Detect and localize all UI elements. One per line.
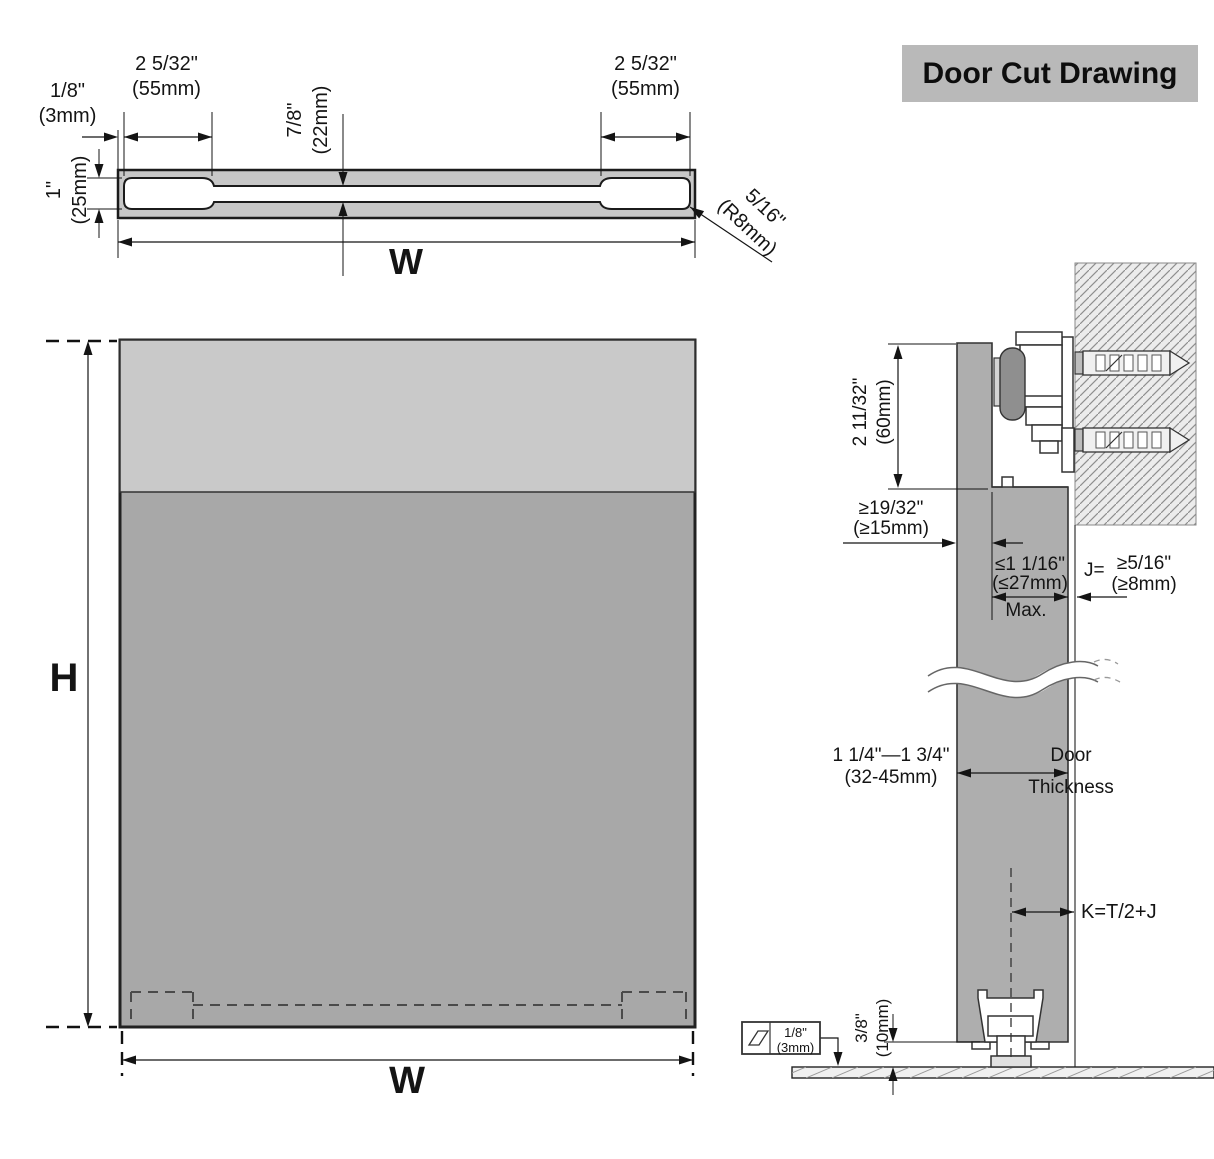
top-arrowheads	[94, 132, 705, 247]
dim-floor-gap: 3/8" (10mm)	[851, 982, 893, 1074]
dim-gap-j-mm: (≥8mm)	[1111, 574, 1177, 595]
top-view	[82, 112, 773, 276]
dim-gap-j-inch: ≥5/16"	[1116, 553, 1172, 574]
dim-slot-width-inch: 1"	[43, 180, 65, 200]
shim-thickness-mm: (3mm)	[776, 1040, 815, 1055]
dim-wall-side-min-inch: ≥19/32"	[858, 498, 924, 519]
front-height-label: H	[49, 656, 79, 700]
dim-groove-depth-mm: (60mm)	[874, 379, 895, 445]
dim-wall-side-min: ≥19/32" (≥15mm)	[829, 499, 953, 539]
dim-slot-width-mm: (25mm)	[69, 155, 91, 225]
dim-wall-side-min-mm: (≥15mm)	[853, 518, 929, 539]
top-dimension-lines	[82, 136, 773, 263]
dim-door-thickness-mm: (32-45mm)	[844, 767, 938, 788]
hanger-track	[1015, 331, 1075, 473]
dim-slot-width: 1" (25mm)	[41, 140, 93, 240]
dim-groove-width-max-note: Max.	[1005, 600, 1047, 621]
dim-groove-width-max-mm: (≤27mm)	[992, 573, 1068, 594]
break-line	[923, 658, 1121, 699]
dim-slot-right-inch: 2 5/32"	[614, 53, 677, 75]
shim-callout	[741, 1021, 821, 1055]
top-groove-cutout	[123, 177, 691, 210]
k-formula-label: K=T/2+J	[1081, 901, 1157, 923]
top-width-label: W	[389, 241, 423, 282]
shim-callout-text: 1/8" (3mm)	[771, 1025, 820, 1055]
front-dimension-lines	[87, 355, 693, 1061]
front-width-label: W	[389, 1060, 425, 1102]
top-extension-lines	[87, 112, 696, 276]
side-extension-lines	[884, 343, 993, 1095]
shim-thickness-inch: 1/8"	[784, 1025, 807, 1040]
dim-edge-offset-inch: 1/8"	[50, 80, 85, 102]
dim-channel-width-inch: 7/8"	[284, 102, 306, 138]
dim-slot-right: 2 5/32" (55mm)	[596, 52, 695, 102]
dim-gap-j-label: J=	[1084, 560, 1105, 581]
side-view	[741, 262, 1214, 1095]
dim-slot-left: 2 5/32" (55mm)	[117, 52, 216, 102]
groove-bottom-edge	[992, 476, 1068, 488]
door-thickness-name-2: Thickness	[1028, 777, 1114, 798]
front-dashed-extensions	[46, 339, 695, 1076]
dim-channel-width: 7/8" (22mm)	[282, 70, 334, 170]
dim-slot-right-mm: (55mm)	[611, 78, 680, 100]
door-thickness-name-1: Door	[1050, 745, 1092, 766]
side-arrowheads	[833, 345, 1091, 1081]
dim-gap-j-value: ≥5/16" (≥8mm)	[1103, 553, 1185, 595]
dim-edge-offset: 1/8" (3mm)	[20, 79, 115, 129]
shim-icon	[747, 1030, 770, 1046]
dim-groove-width-max: ≤1 1/16" (≤27mm)	[984, 555, 1076, 593]
dim-groove-width-max-inch: ≤1 1/16"	[995, 554, 1065, 575]
dim-slot-left-inch: 2 5/32"	[135, 53, 198, 75]
dim-groove-depth: 2 11/32" (60mm)	[849, 352, 897, 472]
dim-groove-depth-inch: 2 11/32"	[850, 377, 871, 447]
front-arrowheads	[83, 341, 693, 1065]
dim-floor-gap-mm: (10mm)	[873, 998, 892, 1058]
wall-anchor-screw-bottom	[1074, 427, 1190, 453]
front-view	[46, 338, 697, 1076]
dim-slot-left-mm: (55mm)	[132, 78, 201, 100]
drawing-title: Door Cut Drawing	[902, 45, 1198, 102]
dim-door-thickness-inch: 1 1/4"—1 3/4"	[832, 745, 950, 766]
dim-edge-offset-mm: (3mm)	[38, 105, 97, 127]
roller-wheel	[999, 347, 1026, 421]
door-front-top-band	[119, 339, 696, 493]
wall-anchor-screw-top	[1074, 350, 1190, 376]
hidden-bottom-groove	[130, 991, 687, 1026]
dim-door-thickness-range: 1 1/4"—1 3/4" (32-45mm)	[824, 745, 958, 789]
dim-channel-width-mm: (22mm)	[310, 85, 332, 155]
dim-floor-gap-inch: 3/8"	[852, 1013, 871, 1043]
floor-guide	[971, 989, 1050, 1068]
